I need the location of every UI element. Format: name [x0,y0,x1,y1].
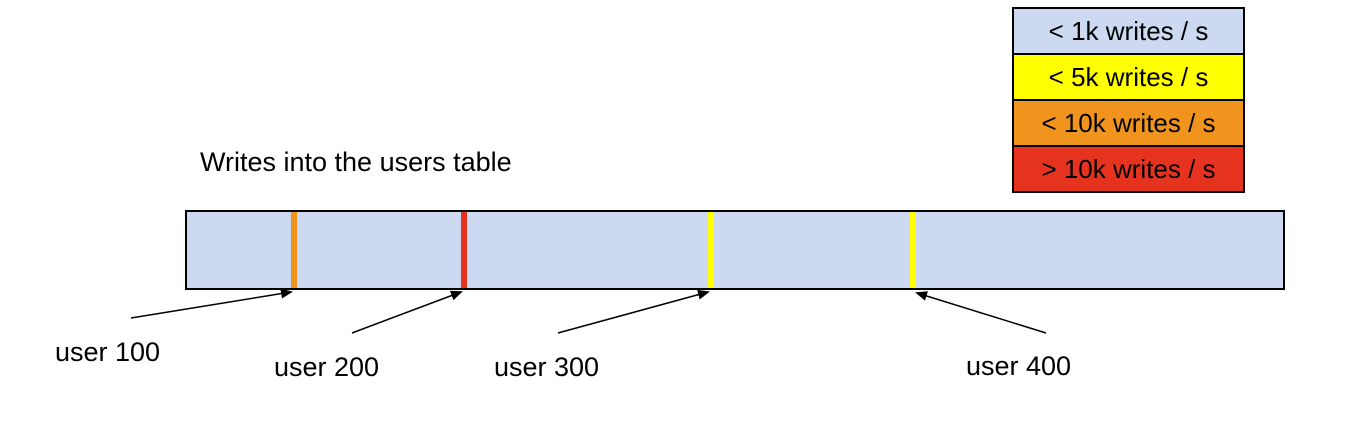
annotation-arrow [351,290,463,334]
legend-item: < 10k writes / s [1012,99,1245,147]
legend-item: < 1k writes / s [1012,7,1245,55]
legend-item-label: < 1k writes / s [1048,15,1209,46]
legend-item-label: < 5k writes / s [1048,61,1209,92]
annotation-arrow [915,291,1047,334]
legend: < 1k writes / s < 5k writes / s < 10k writ… [1012,7,1245,193]
user-label: user 200 [274,352,380,382]
annotation-arrow [130,288,293,319]
hotspot-marker-user-400 [909,212,916,288]
diagram-title: Writes into the users table [200,147,512,177]
legend-item: < 5k writes / s [1012,53,1245,101]
hotspot-marker-user-300 [707,212,714,288]
annotation-arrow [557,289,710,334]
legend-item-label: < 10k writes / s [1041,107,1216,138]
legend-item: > 10k writes / s [1012,145,1245,193]
user-label: user 400 [966,351,1072,381]
user-label: user 300 [494,352,600,382]
legend-item-label: > 10k writes / s [1041,153,1216,184]
users-table-bar [185,210,1285,290]
hotspot-marker-user-200 [461,212,468,288]
hotspot-marker-user-100 [291,212,298,288]
user-label: user 100 [55,337,161,367]
